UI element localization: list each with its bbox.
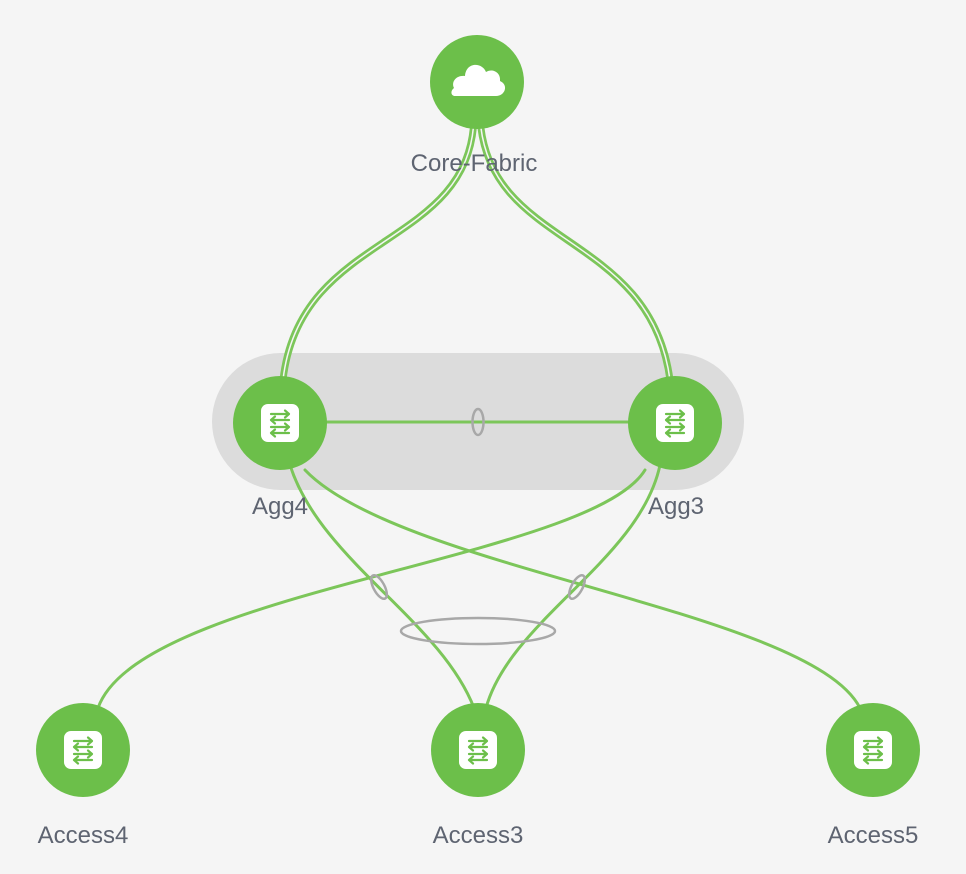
node-core-fabric[interactable] [430, 35, 524, 129]
label-access5: Access5 [827, 822, 919, 849]
node-agg4[interactable] [233, 376, 327, 470]
label-access4: Access4 [37, 822, 129, 849]
node-access5[interactable] [826, 703, 920, 797]
label-agg4: Agg4 [251, 493, 309, 520]
link-agg3-access4[interactable] [96, 468, 647, 710]
cloud-icon [451, 64, 506, 96]
vpc-bundle-marker-access3 [399, 616, 557, 646]
node-access4[interactable] [36, 703, 130, 797]
link-agg3-access3[interactable] [484, 463, 662, 710]
switch-icon [852, 729, 894, 771]
switch-icon [259, 402, 301, 444]
switch-icon [457, 729, 499, 771]
bundle-marker-agg-pair [471, 407, 485, 437]
link-agg4-access3[interactable] [288, 463, 476, 710]
link-core-agg3[interactable] [476, 114, 674, 384]
node-access3[interactable] [431, 703, 525, 797]
node-agg3[interactable] [628, 376, 722, 470]
label-agg3: Agg3 [647, 493, 705, 520]
switch-icon [654, 402, 696, 444]
link-agg4-access5[interactable] [303, 468, 862, 710]
bundle-marker-agg4-access [369, 573, 389, 601]
bundle-marker-agg3-access [567, 573, 587, 601]
label-core-fabric: Core-Fabric [410, 150, 538, 177]
switch-icon [62, 729, 104, 771]
link-core-agg4[interactable] [279, 114, 478, 384]
label-access3: Access3 [432, 822, 524, 849]
